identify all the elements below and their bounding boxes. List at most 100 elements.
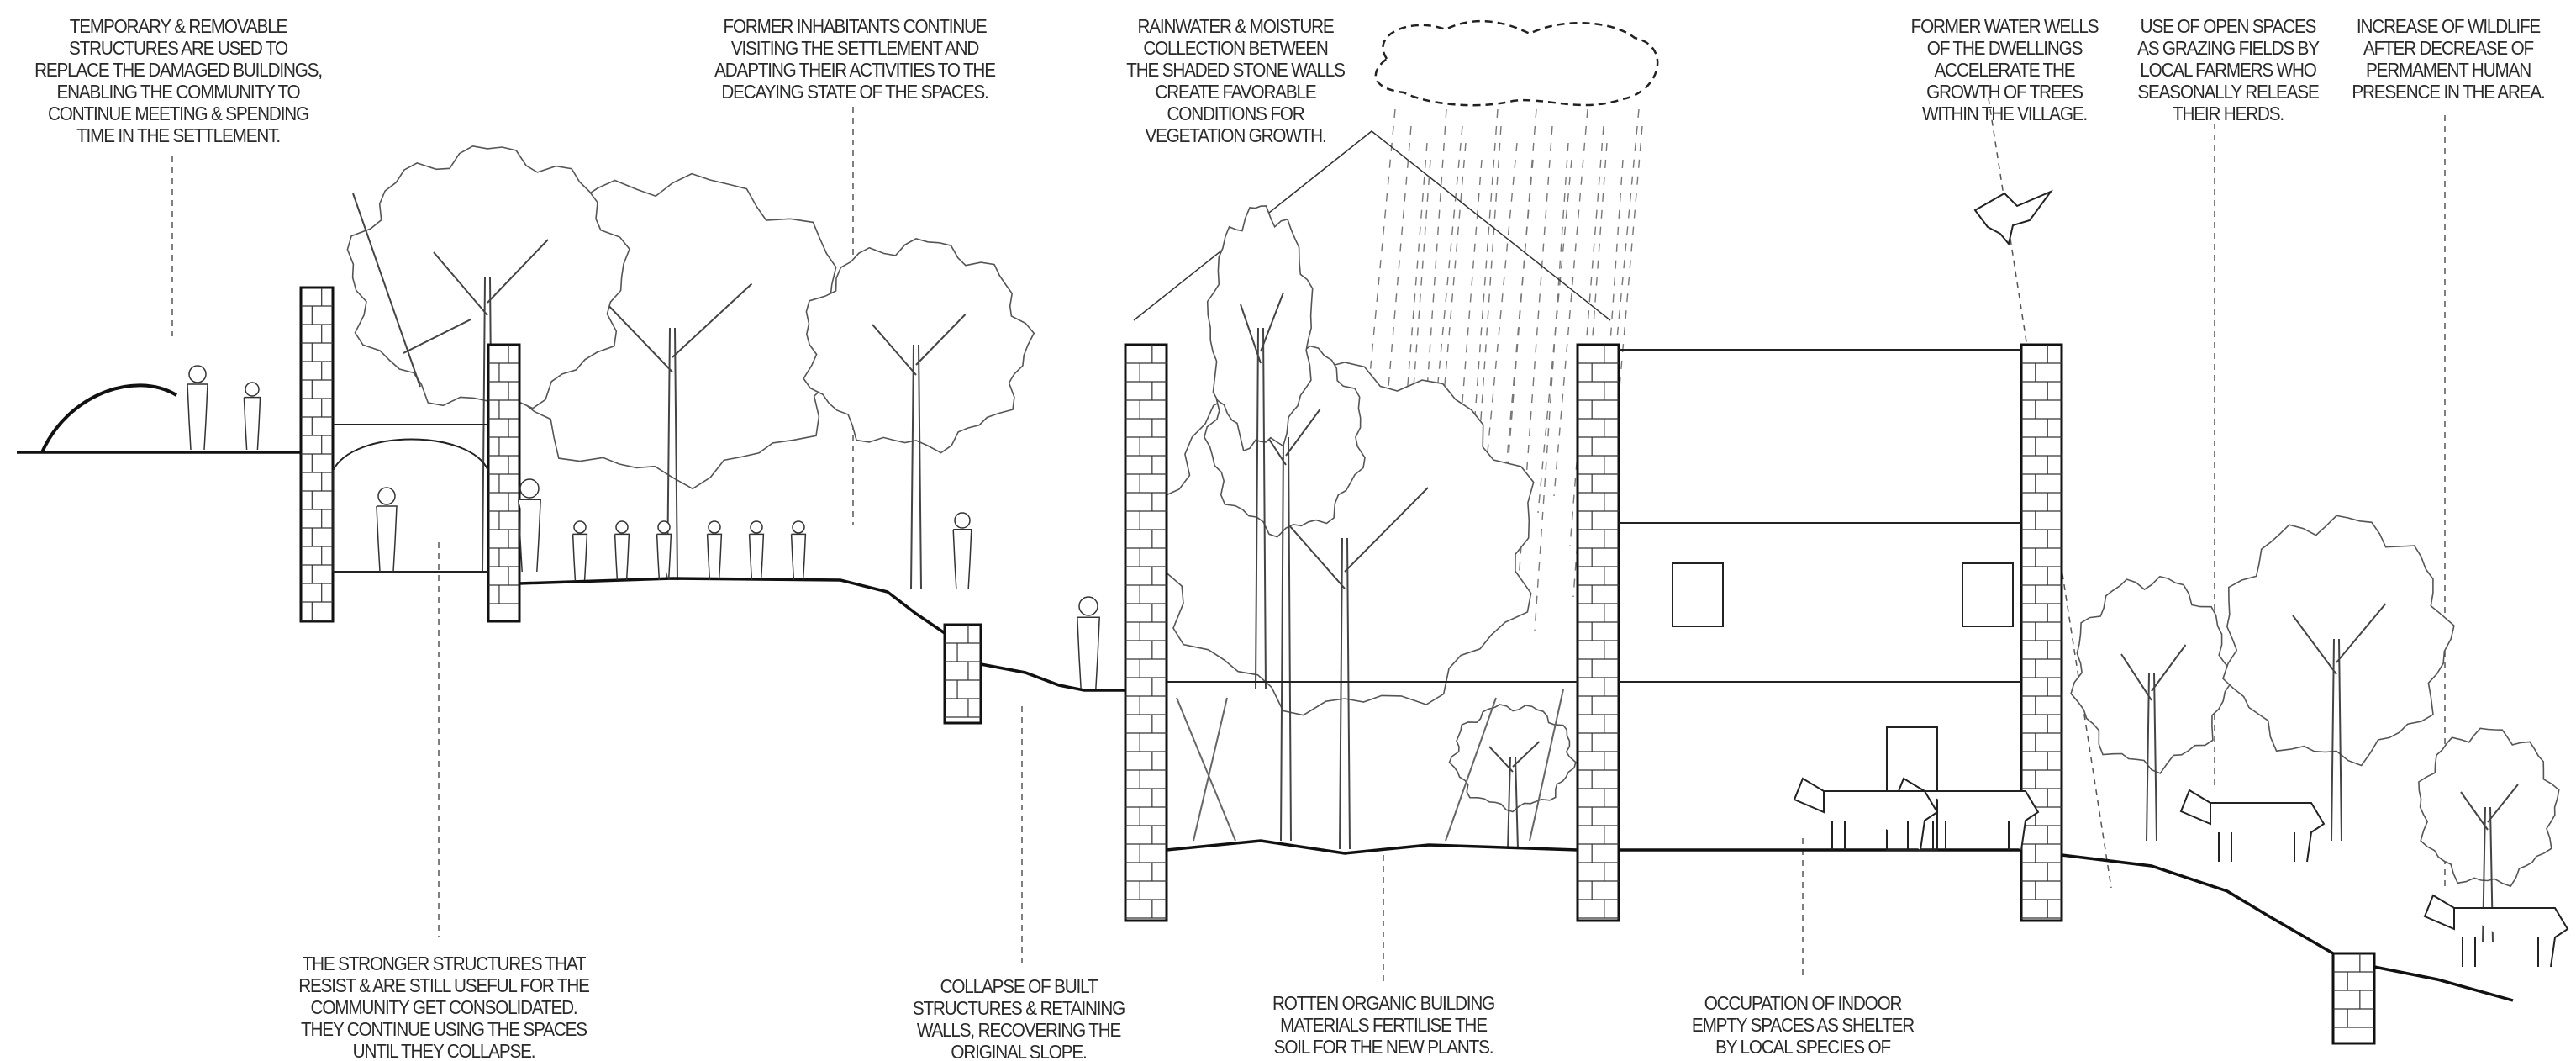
tree-trunk [2120,644,2187,842]
figures [187,365,2569,968]
annotation-line: SEASONALLY RELEASE [2137,81,2319,103]
person-head [573,520,587,534]
tree-canopy [2070,575,2234,774]
annotation-line: FAUNA & FLORA. [1692,1058,1914,1061]
cow-icon [2179,789,2326,863]
person-head [1078,596,1098,616]
person-head [188,365,207,383]
annotation-line: ENABLING THE COMMUNITY TO [56,81,301,103]
person-head [750,520,763,534]
annotation-line: CONTINUE MEETING & SPENDING [47,103,309,124]
tree-trunk [872,314,967,589]
person-figure [952,529,972,589]
person-figure [748,533,765,581]
annotation-line: COLLECTION BETWEEN [1143,37,1329,59]
doorway [1886,726,1938,851]
annotation-line: AS GRAZING FIELDS BY [2137,37,2320,59]
rain-streak [1553,108,1588,497]
person-figure [376,505,398,573]
annotation-line: PRESENCE IN THE AREA. [2352,81,2545,103]
ground-profile [17,383,2514,1002]
tree-trunk [1488,741,1541,850]
tree-canopy [346,145,630,409]
tree-trunk [2292,603,2387,842]
cloud-icon [1374,19,1659,107]
annotation-line: REPLACE THE DAMAGED BUILDINGS, [34,59,323,81]
ground-line-rubble [980,662,1125,692]
person-figure [243,396,261,451]
rain-streak [1483,142,1518,497]
annotation-line: CREATE FAVORABLE [1155,81,1316,103]
annotation-line: TEMPORARY & REMOVABLE [69,15,288,37]
annotation-line: TIME IN THE SETTLEMENT. [76,124,281,146]
annotation-line: OF THE DWELLINGS [1926,37,2083,59]
stone-wall [1124,343,1168,922]
annotation-line: STRUCTURES & RETAINING [912,997,1125,1019]
collapsed-roof-timbers [352,193,471,388]
annotation-line: WITHIN THE VILLAGE. [1922,103,2088,124]
annotation-line: ADAPTING THEIR ACTIVITIES TO THE [714,59,996,81]
ground-line-right [2061,853,2514,1002]
person-figure [614,533,630,581]
temporary-tent [40,383,178,453]
ground-floor-line [1166,839,2021,855]
window [1962,562,2014,627]
rain-streak [1534,142,1569,631]
annotation-line: THEY CONTINUE USING THE SPACES [301,1018,587,1040]
annotation-line: OCCUPATION OF INDOOR [1704,992,1903,1014]
person-figure [1077,616,1100,690]
annotation-line: AFTER DECREASE OF [2363,37,2534,59]
rain-streak [1537,159,1572,514]
annotation-line: COLLAPSE OF BUILT [940,975,1098,997]
annotation-line: THEIR HERDS. [2172,103,2284,124]
person-figure [518,499,541,573]
annotation-line: STRUCTURES ARE USED TO [69,37,288,59]
tree-canopy [1448,704,1577,813]
tree-trunk [1240,292,1284,690]
person-head [377,487,396,505]
stone-wall [943,623,982,725]
annotation-line: CONDITIONS FOR [1167,103,1304,124]
stone-walls [299,286,2376,1045]
stone-wall [1576,343,1620,922]
annotation-line: INCREASE OF WILDLIFE [2356,15,2541,37]
person-figure [706,533,723,581]
rain-streak [1502,108,1537,530]
annotation-line: PERMAMENT HUMAN [2365,59,2531,81]
tree-canopy [1206,205,1314,452]
window [1672,562,1724,627]
annotation-line: COMMUNITY GET CONSOLIDATED. [310,996,578,1018]
moisture-roof-lines [1133,130,1611,321]
person-head [245,382,260,397]
ground-line-upper-terrace [519,577,946,635]
annotation-line: RESIST & ARE STILL USEFUL FOR THE [298,974,590,996]
person-head [792,520,805,534]
stone-wall [487,343,521,623]
stone-wall [2020,343,2063,922]
annotation-line: UNTIL THEY COLLAPSE. [352,1040,536,1061]
annotation-line: FORMER WATER WELLS [1910,15,2099,37]
annotation-line: EMPTY SPACES AS SHELTER [1691,1014,1915,1036]
vault-arch [332,424,489,573]
annotation-line: ACCELERATE THE [1934,59,2076,81]
person-figure [656,533,672,581]
person-head [954,512,971,529]
person-figure [572,533,588,581]
annotation-line: THE SHADED STONE WALLS [1126,59,1346,81]
annotation-line: MATERIALS FERTILISE THE [1280,1014,1488,1036]
annotation-line: RAINWATER & MOISTURE [1137,15,1334,37]
annotation-line: ROTTEN ORGANIC BUILDING [1272,992,1495,1014]
annotation-line: WALLS, RECOVERING THE [916,1019,1121,1041]
annotation-line: VEGETATION GROWTH. [1145,124,1326,146]
annotation-line: DECAYING STATE OF THE SPACES. [721,81,988,103]
annotation-line: GROWTH OF TREES [1926,81,2083,103]
rain-streak [1447,159,1483,581]
